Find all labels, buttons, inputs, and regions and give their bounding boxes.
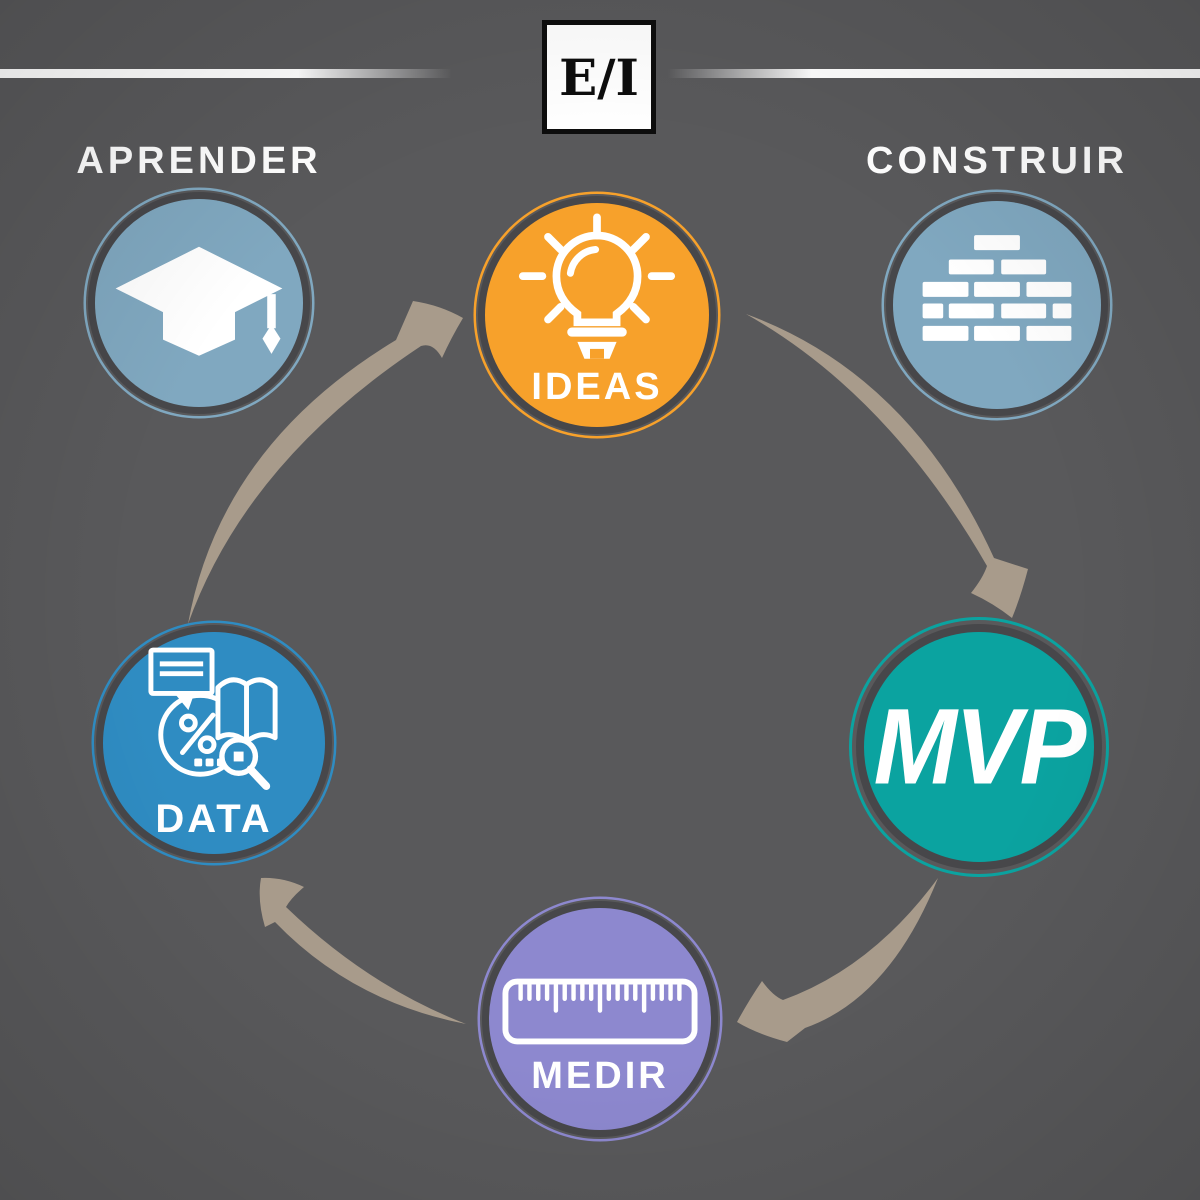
- brick-wall-icon: [922, 235, 1072, 341]
- top-rule-right: [668, 69, 1200, 78]
- node-data-label: DATA: [155, 797, 273, 841]
- brand-logo-text: E/I: [559, 47, 639, 107]
- node-ideas: IDEAS: [485, 203, 709, 427]
- heading-aprender: APRENDER: [76, 140, 322, 182]
- node-data: DATA: [103, 632, 325, 854]
- arrow-ideas-to-mvp: [746, 314, 1028, 618]
- node-mvp-label: MVP: [873, 686, 1087, 808]
- analytics-icon: [148, 647, 278, 791]
- brand-logo: E/I: [542, 20, 656, 134]
- arrow-medir-to-data: [259, 877, 466, 1024]
- graduation-cap-icon: [115, 246, 283, 356]
- node-ideas-label: IDEAS: [531, 366, 663, 408]
- node-aprender: [95, 199, 303, 407]
- heading-construir: CONSTRUIR: [866, 140, 1128, 182]
- arrow-mvp-to-medir: [737, 878, 938, 1042]
- node-medir: MEDIR: [489, 908, 711, 1130]
- lightbulb-icon: [518, 213, 676, 359]
- node-medir-label: MEDIR: [531, 1055, 669, 1097]
- node-construir: [893, 201, 1101, 409]
- node-mvp: MVP: [864, 632, 1094, 862]
- arrow-data-to-ideas: [188, 301, 463, 624]
- top-rule-left: [0, 69, 452, 78]
- ruler-icon: [502, 978, 698, 1045]
